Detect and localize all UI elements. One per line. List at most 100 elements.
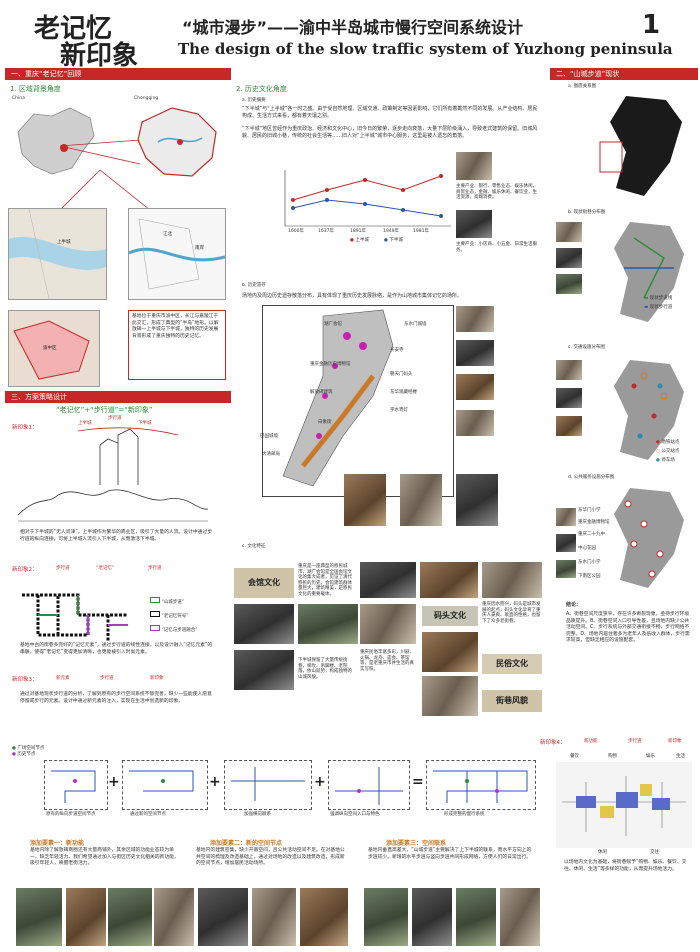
section-1-title: 一、重庆“老记忆”回顾 bbox=[11, 70, 82, 78]
heritage-photo-2 bbox=[456, 340, 494, 366]
network-step-2 bbox=[122, 760, 208, 810]
legend-b-0: ▬ 现状步道线 bbox=[644, 296, 673, 301]
site-intro: 基地位于重庆市渝中区，长江与嘉陵江于此交汇，形成了典型的“半岛”地形。以解放碑—… bbox=[128, 310, 226, 380]
func-2: 娱乐 bbox=[646, 754, 655, 759]
culture-title: c. 文化特征 bbox=[242, 544, 266, 549]
caption-1: 通过新的空间节点 bbox=[130, 812, 166, 817]
culture-photo-5 bbox=[298, 604, 358, 644]
culture-huiguan-text: 重庆是一座典型的移民城市，湖广会馆是全国会馆文化的集大成者，见证了清代移民的历史… bbox=[298, 564, 352, 597]
street-photo-2 bbox=[556, 248, 582, 268]
page-number: 1 bbox=[642, 10, 661, 40]
section-1-bar: 一、重庆“老记忆”回顾 bbox=[5, 68, 231, 80]
plus-3: + bbox=[314, 774, 326, 790]
step2-label: 新印象2： bbox=[12, 567, 38, 573]
function-diagram bbox=[556, 762, 692, 848]
tl-label-4: 1981年 bbox=[413, 229, 429, 234]
site-map: 渝中区 bbox=[8, 310, 100, 387]
tl-label-1: 1637年 bbox=[318, 229, 334, 234]
service-photo-3 bbox=[556, 560, 576, 578]
culture-matou-text: 重庆因水而兴，码头是城市发展的起点，码头文化孕育了重庆人豪爽、耿直的性格，也留下… bbox=[482, 602, 541, 624]
conclusion-title: 结论： bbox=[566, 602, 582, 608]
legend-fusion: “记忆与步道融合” bbox=[150, 625, 198, 634]
flow-down: 下半城 bbox=[138, 421, 152, 426]
timeline-photo-up bbox=[456, 152, 492, 180]
add1-text: 基地内除了解放碑商圈还有大量商铺外，其余区域的功能业态较为单一，缺乏年轻活力。我… bbox=[30, 848, 179, 866]
transit-photo-1 bbox=[556, 360, 582, 380]
culture-photo-8 bbox=[422, 632, 478, 672]
step4-b: 步行道 bbox=[628, 739, 642, 744]
culture-photo-9 bbox=[422, 676, 478, 716]
history-text-2: “下半城”地区曾经作为重庆政治、经济和文化中心，旧今日的繁荣，逐步走向衰落，大量… bbox=[242, 126, 538, 139]
heritage-photo-6 bbox=[400, 474, 442, 526]
timeline-photo-down bbox=[456, 210, 492, 238]
left-heading: 1. 区域背景角度 bbox=[10, 85, 61, 93]
street-map bbox=[604, 218, 692, 328]
culture-huiguan: 会馆文化 bbox=[234, 568, 294, 598]
caption-4: 形成完整的慢行系统 bbox=[444, 812, 485, 817]
bottom-photo-3 bbox=[108, 888, 152, 946]
chongqing-map bbox=[137, 107, 217, 177]
step3-text: 通过对基地现状步行道的分析，了解到原有的步行空间系统不够完善，缺少一些能使人愿意… bbox=[20, 692, 212, 704]
step3-c: 新印象 bbox=[150, 676, 164, 681]
tl-label-0: 1600年 bbox=[288, 229, 304, 234]
heritage-text: 场地内及周边历史遗存散落分布，具有体现了重庆历史发展脉络，是作为山地城市集体记忆… bbox=[242, 293, 463, 299]
transit-photo-2 bbox=[556, 388, 582, 408]
middle-heading: 2. 历史文化角度 bbox=[236, 85, 287, 93]
step3-label: 新印象3： bbox=[12, 677, 38, 683]
network-step-5 bbox=[426, 760, 536, 810]
step4-c: 新印象 bbox=[668, 739, 682, 744]
section-3-bar: 三、方案策略设计 bbox=[5, 391, 231, 403]
caption-3: 强调纵向空间入口与特色 bbox=[330, 812, 380, 817]
section-2-title: 二、“山城步道”现状 bbox=[556, 70, 620, 78]
landmark-9: 巴国城墙 bbox=[260, 434, 278, 439]
func-4: 休闲 bbox=[598, 850, 607, 855]
step4-label: 新印象4： bbox=[540, 740, 566, 746]
conclusion-text: A、街巷空间尺度狭窄，存在许多断裂现象，亟待步行环境品质提升。B、街巷空间入口引… bbox=[566, 612, 690, 643]
network-diagram bbox=[22, 593, 128, 641]
landmark-2: 长安寺 bbox=[390, 348, 404, 353]
diagram-legend: ● 广场空间节点 ● 历史节点 bbox=[12, 746, 45, 757]
legend-c-2: ● 停车场 bbox=[656, 458, 675, 463]
tl-label-2: 1891年 bbox=[350, 229, 366, 234]
culture-jiexiang-text: 下半城保留了大量传统街巷，梯坎、吊脚楼、老院落，依山就势，构成独特的山城风貌。 bbox=[298, 658, 352, 680]
heritage-photo-5 bbox=[344, 474, 386, 526]
landmark-3: 重庆金融历史博物馆 bbox=[310, 362, 351, 367]
add3-text: 基地内垂直高差大，“山城步道”主要解决了上下半城的联系，而水平方向上的步道较少。… bbox=[368, 848, 532, 860]
step2-b: “老记忆” bbox=[96, 566, 115, 571]
district-map: 江北 南岸 bbox=[128, 208, 226, 300]
tl-note-up: 主要产业：银行、零售业态、娱乐休闲，商贸业态，金融、娱乐休闲、餐饮业，生活资源，… bbox=[456, 184, 537, 200]
figure-ground-map bbox=[596, 92, 692, 202]
label-nanan: 南岸 bbox=[195, 246, 204, 251]
flow-up: 上半城 bbox=[78, 421, 92, 426]
bottom-photo-4 bbox=[154, 888, 194, 946]
landmark-8: 白象街 bbox=[318, 420, 332, 425]
legend-trail: “山城步道” bbox=[150, 597, 184, 606]
street-photo-1 bbox=[556, 222, 582, 242]
river-map: 上半城 bbox=[8, 208, 107, 300]
heritage-photo-3 bbox=[456, 374, 494, 400]
plus-2: + bbox=[209, 774, 221, 790]
culture-collage: 会馆文化 重庆是一座典型的移民城市，湖广会馆是全国会馆文化的集大成者，见证了清代… bbox=[232, 560, 544, 720]
step4-a: 新功能 bbox=[584, 739, 598, 744]
bottom-photo-7 bbox=[300, 888, 348, 946]
service-1: 重庆金融博物馆 bbox=[578, 520, 610, 525]
culture-photo-4 bbox=[234, 604, 294, 644]
label-china: China bbox=[12, 96, 25, 101]
service-3: 中心花园 bbox=[578, 546, 596, 551]
section-2-bar: 二、“山城步道”现状 bbox=[550, 68, 698, 80]
landmark-1: 湖广会馆 bbox=[324, 322, 342, 327]
legend-b-1: ▬ 现状步行道 bbox=[644, 305, 673, 310]
heritage-title: b. 历史遗存 bbox=[242, 283, 266, 288]
landmark-6: 解放碑建筑 bbox=[310, 390, 333, 395]
network-step-1 bbox=[44, 760, 108, 810]
street-photo-3 bbox=[556, 274, 582, 294]
func-text: 以场地内文化为基础，将街巷赋予“购物、娱乐、餐饮、交往、休闲、生活”等多样的功能… bbox=[564, 860, 687, 872]
step2-a: 步行道 bbox=[56, 566, 70, 571]
right-a-title: a. 图底关系图 bbox=[568, 84, 597, 89]
title-cn-2: 新印象 bbox=[60, 41, 139, 71]
landmark-5: 字水宵灯 bbox=[390, 408, 408, 413]
subtitle-cn: “城市漫步”——渝中半岛城市慢行空间系统设计 bbox=[182, 18, 524, 37]
heritage-map bbox=[262, 305, 454, 497]
culture-photo-2 bbox=[420, 562, 478, 598]
tl-label-3: 1949年 bbox=[383, 229, 399, 234]
